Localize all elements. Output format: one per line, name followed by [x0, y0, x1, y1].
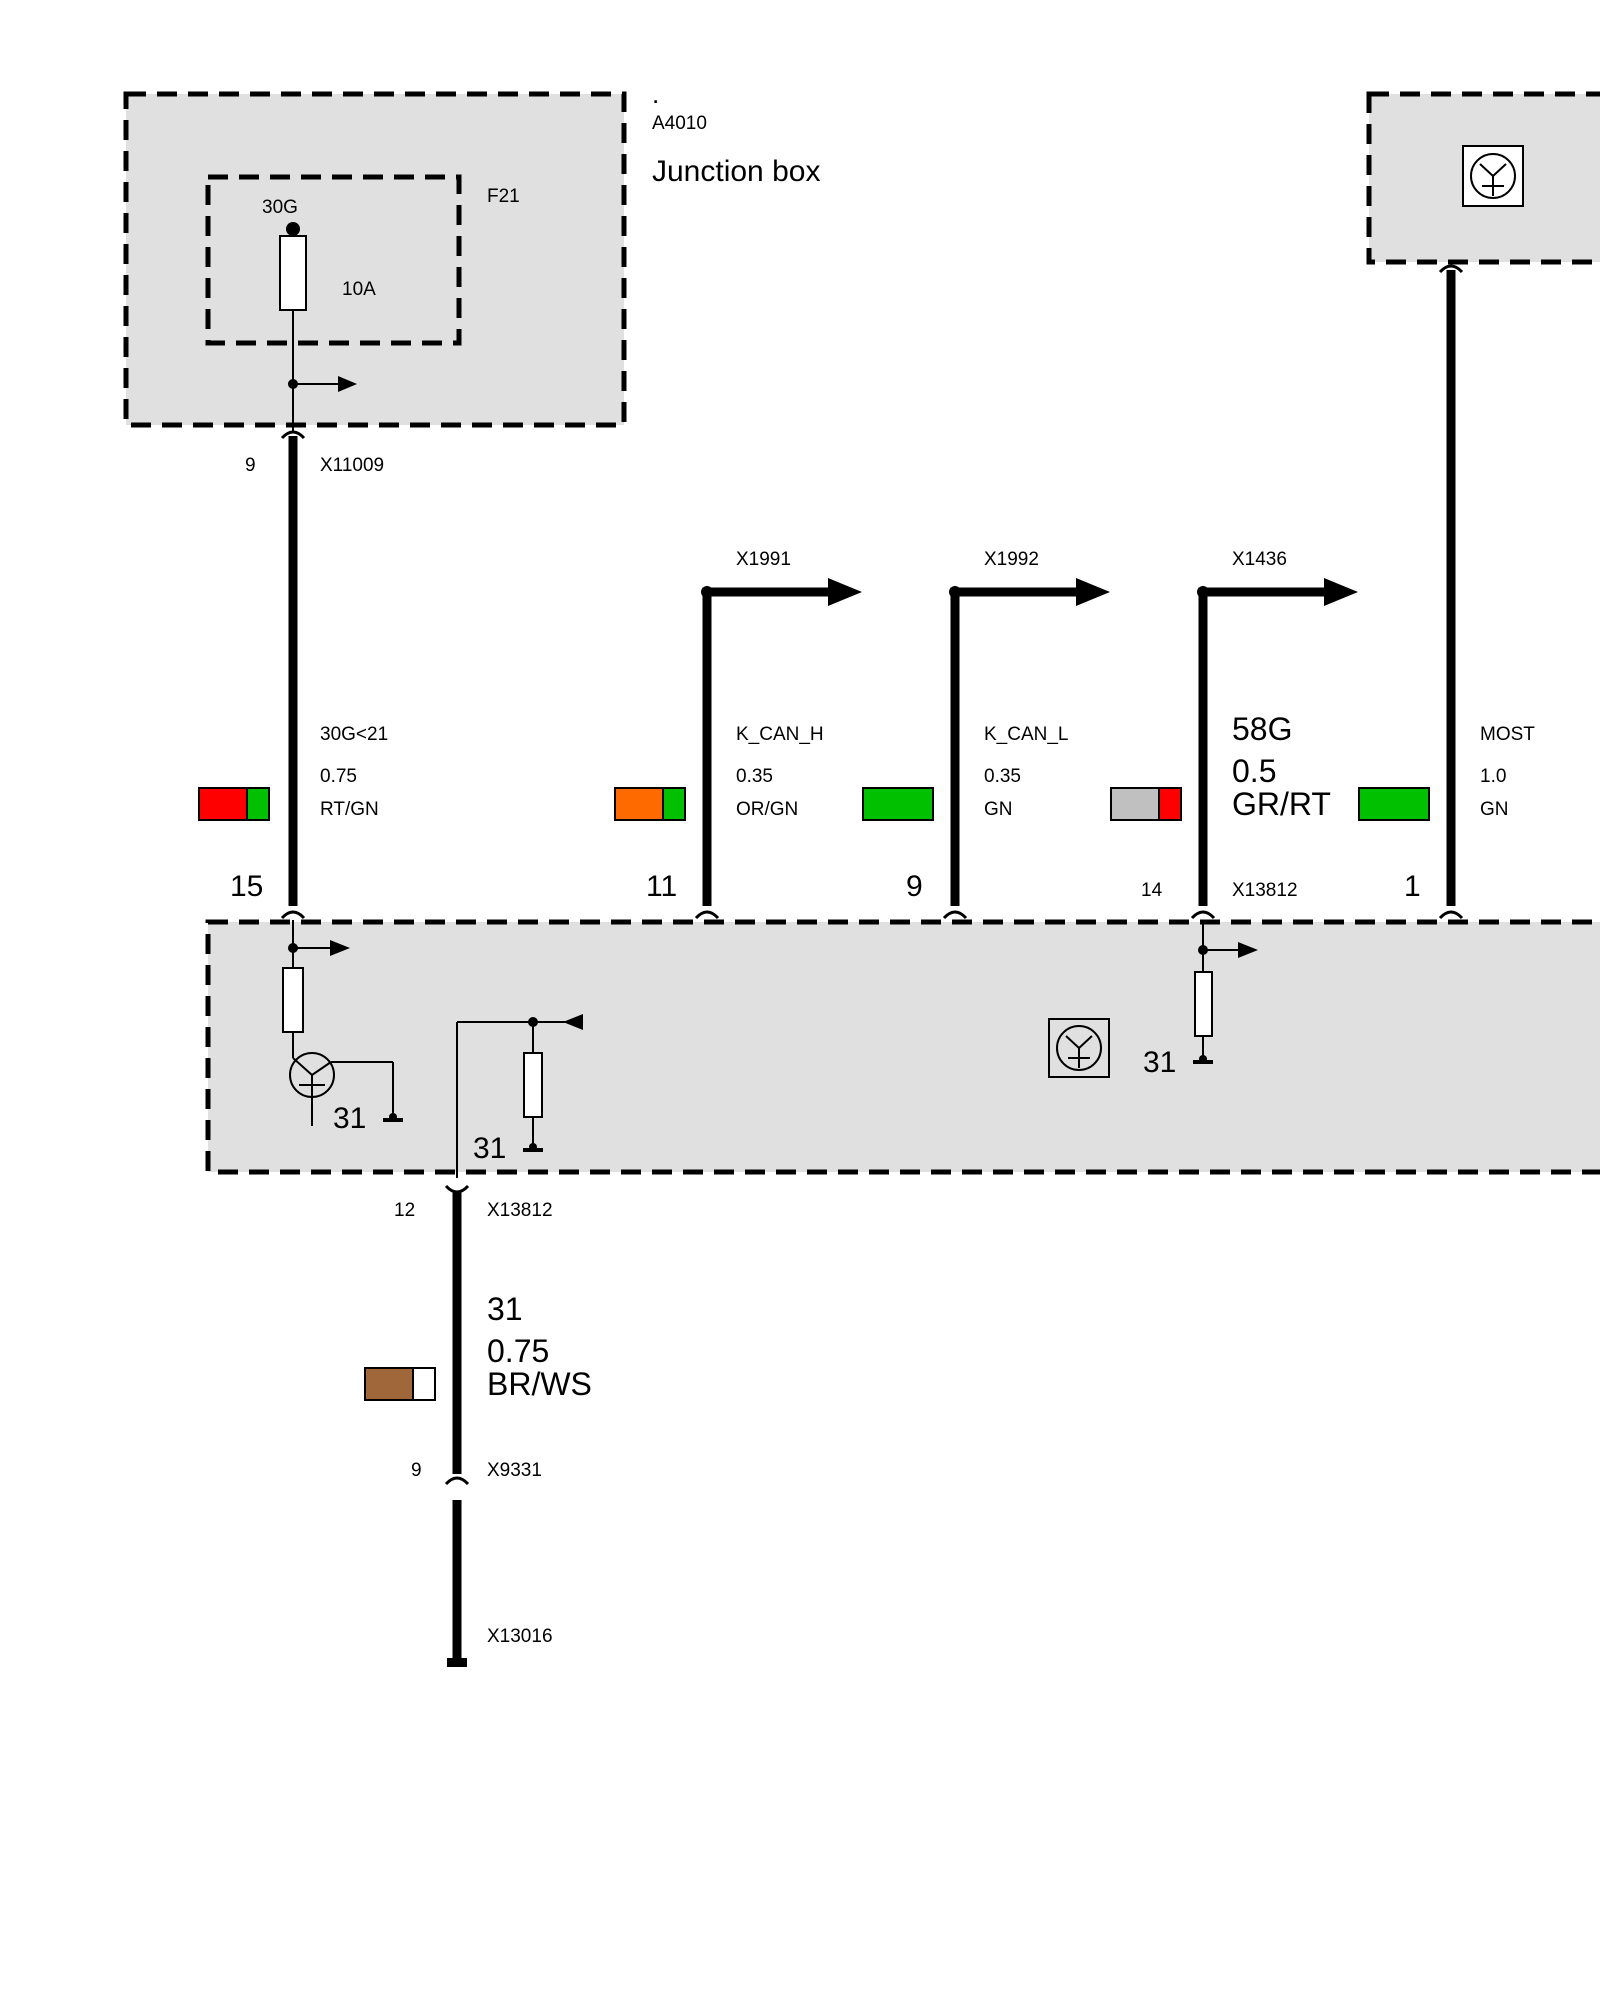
wire-size: 0.35: [984, 766, 1021, 787]
junction-box-id: A4010: [652, 113, 707, 134]
dot-mark: .: [652, 79, 659, 109]
module-pin: 11: [646, 870, 677, 903]
arrow-right-icon: [1324, 578, 1358, 606]
fuse-icon: [279, 222, 307, 385]
connector-pin: 12: [394, 1200, 415, 1221]
arrow-right-icon: [828, 578, 862, 606]
wire-signal: K_CAN_L: [984, 724, 1069, 745]
ground-wire: 12 X13812 31 0.75 BR/WS 9 X9331 X13016: [364, 1192, 592, 1667]
fuse-terminal: 30G: [262, 197, 298, 218]
wire-color-swatch: [364, 1367, 436, 1401]
ground-point-icon: [447, 1658, 467, 1667]
wire-k-can-l: [949, 578, 1110, 906]
ground-point-id: X13016: [487, 1626, 553, 1647]
control-module: 31 31: [205, 910, 1600, 1194]
wire-label-30g: 30G<21 0.75 RT/GN 15: [198, 724, 388, 903]
arrow-right-icon: [338, 376, 357, 392]
connector-pin: 9: [245, 455, 256, 476]
transistor-circuit: 31: [282, 920, 403, 1135]
ground-label: 31: [1143, 1046, 1176, 1079]
wire-signal: K_CAN_H: [736, 724, 824, 745]
branch-connector-x1991: X1991: [736, 549, 791, 570]
wire-label-k-can-l: K_CAN_L 0.35 GN 9: [862, 724, 1069, 903]
wire-58g: [1197, 578, 1358, 906]
arrow-right-icon: [330, 940, 350, 956]
wire-signal: 58G: [1232, 711, 1292, 747]
wire-color: RT/GN: [320, 799, 379, 820]
wire-color-swatch: [1110, 787, 1182, 821]
wire-signal: MOST: [1480, 724, 1535, 745]
wire-color-swatch: [614, 787, 686, 821]
arrow-left-icon: [563, 1014, 583, 1030]
pullup-circuit: 31: [456, 1014, 583, 1178]
fuse-id: F21: [487, 186, 520, 207]
connector-id: X9331: [487, 1460, 542, 1481]
junction-box: . A4010 Junction box F21 30G 10A: [123, 79, 820, 432]
module-connector: X13812: [1232, 880, 1298, 901]
wire-color: GN: [984, 799, 1013, 820]
wire-color: OR/GN: [736, 799, 798, 820]
wire-signal: 30G<21: [320, 724, 388, 745]
module-pin: 9: [906, 870, 923, 903]
wire-color: GR/RT: [1232, 786, 1331, 822]
wire-size: 0.75: [320, 766, 357, 787]
wire-color: BR/WS: [487, 1366, 592, 1402]
wire-size: 0.35: [736, 766, 773, 787]
wire-color-swatch: [198, 787, 270, 821]
wire-most: [1438, 264, 1464, 906]
wire-label-58g: 58G 0.5 GR/RT 14 X13812: [1110, 711, 1331, 901]
branch-connector-x1992: X1992: [984, 549, 1039, 570]
connector-id: X13812: [487, 1200, 553, 1221]
ground-label: 31: [333, 1102, 366, 1135]
transistor-symbol-icon: [1048, 1018, 1110, 1078]
branch-connector-x1436: X1436: [1232, 549, 1287, 570]
wire-size: 1.0: [1480, 766, 1506, 787]
arrow-right-icon: [1238, 942, 1258, 958]
transistor-symbol-icon: [1462, 145, 1524, 207]
wire-signal: 31: [487, 1291, 523, 1327]
module-pin: 14: [1141, 880, 1163, 901]
top-right-module: [1366, 91, 1600, 265]
wire-color-swatch: [862, 787, 934, 821]
wire-color: GN: [1480, 799, 1509, 820]
wire-k-can-h: [701, 578, 862, 906]
wire-color-swatch: [1358, 787, 1430, 821]
fuse-rating: 10A: [342, 279, 376, 300]
connector-id: X11009: [320, 455, 384, 476]
wire-label-k-can-h: K_CAN_H 0.35 OR/GN 11: [614, 724, 824, 903]
wire-30g: 9 X11009: [245, 430, 384, 906]
input-circuit-58g: 31: [1143, 920, 1258, 1079]
module-pin: 1: [1404, 870, 1421, 903]
ground-label: 31: [473, 1132, 506, 1165]
junction-box-title: Junction box: [652, 155, 820, 188]
wire-size: 0.5: [1232, 753, 1276, 789]
wire-size: 0.75: [487, 1333, 549, 1369]
connector-pin: 9: [411, 1460, 422, 1481]
wire-label-most: MOST 1.0 GN 1: [1358, 724, 1535, 903]
module-pin: 15: [230, 870, 263, 903]
arrow-right-icon: [1076, 578, 1110, 606]
